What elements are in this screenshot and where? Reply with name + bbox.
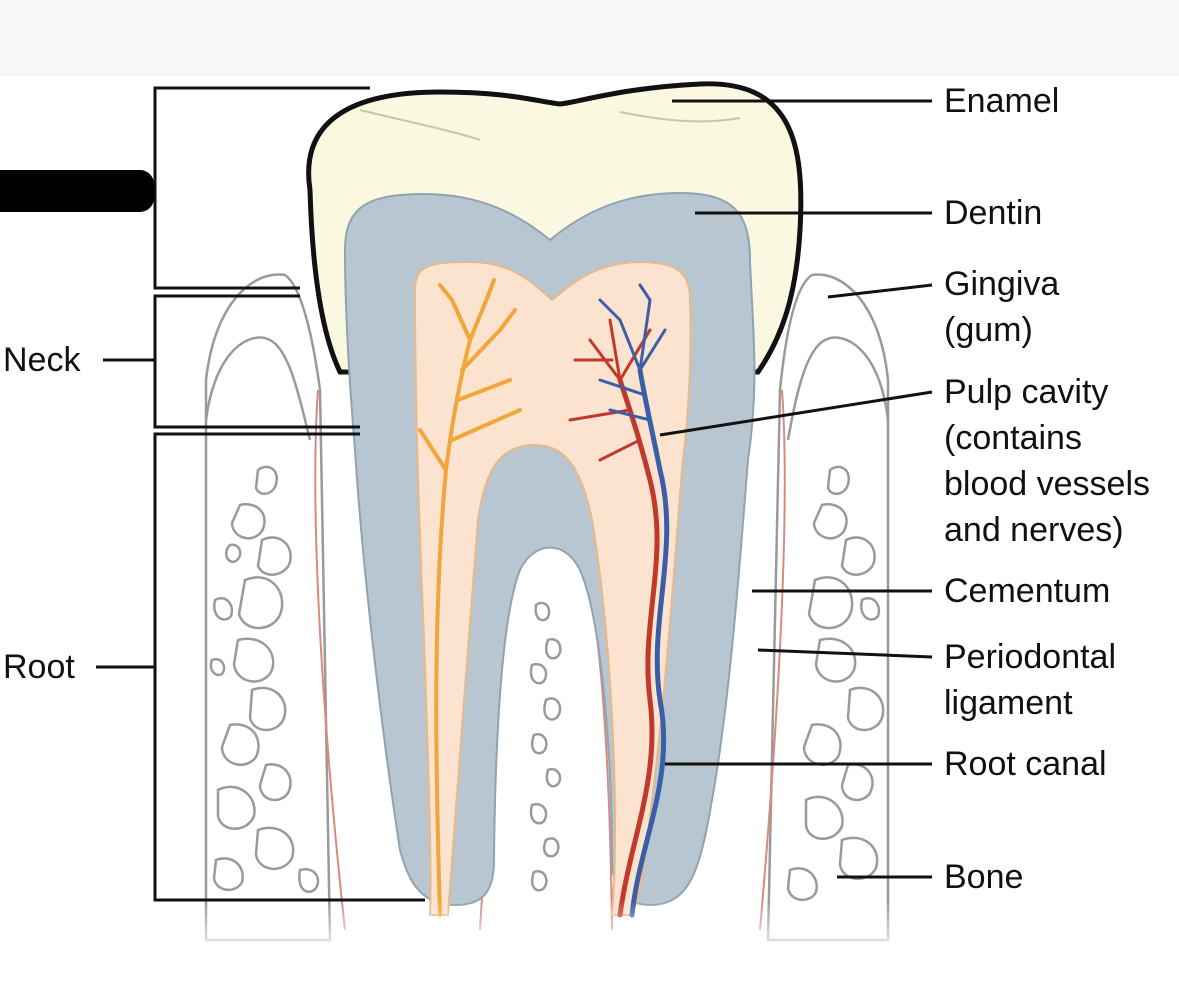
label-bone: Bone bbox=[944, 858, 1024, 896]
bottom-fade bbox=[200, 900, 900, 960]
label-root-canal: Root canal bbox=[944, 745, 1107, 783]
redacted-crown-label bbox=[0, 170, 154, 212]
leader-lines bbox=[659, 99, 933, 879]
pulp-leader bbox=[659, 390, 933, 437]
label-enamel: Enamel bbox=[944, 82, 1060, 120]
vein-vessel bbox=[598, 283, 670, 918]
label-root: Root bbox=[3, 648, 75, 686]
label-cementum: Cementum bbox=[944, 572, 1111, 610]
label-gingiva: Gingiva(gum) bbox=[944, 265, 1060, 349]
left-brackets bbox=[96, 86, 425, 902]
top-band bbox=[0, 0, 1179, 76]
crown-bracket bbox=[153, 86, 370, 290]
bone-tissue bbox=[204, 273, 890, 942]
gingiva-leader bbox=[827, 283, 933, 299]
label-neck: Neck bbox=[3, 341, 81, 379]
periodontal-leader bbox=[757, 648, 933, 659]
label-dentin: Dentin bbox=[944, 194, 1043, 232]
nerve-fibers bbox=[418, 278, 522, 917]
